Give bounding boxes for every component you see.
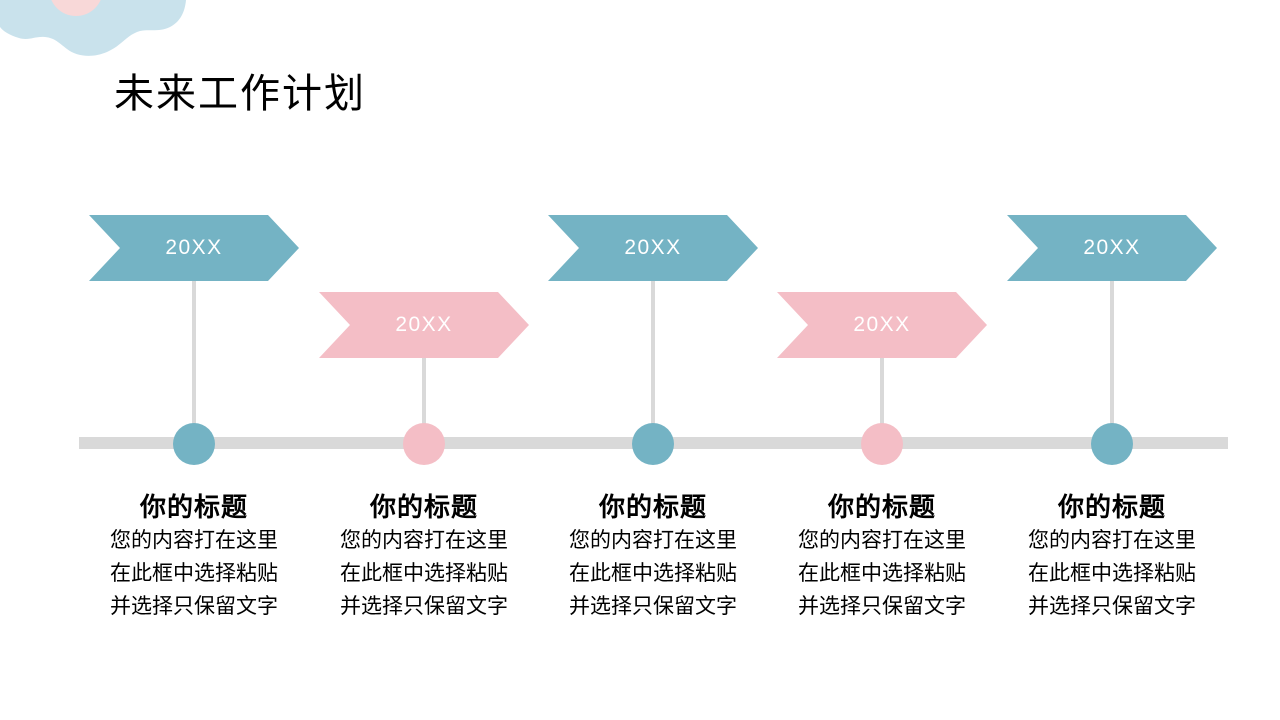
milestone-heading: 你的标题 bbox=[827, 492, 936, 522]
year-label: 20XX bbox=[395, 313, 453, 336]
year-label: 20XX bbox=[853, 313, 911, 336]
year-label: 20XX bbox=[165, 236, 223, 259]
year-arrow: 20XX bbox=[89, 215, 299, 281]
year-label: 20XX bbox=[624, 236, 682, 259]
milestone-body: 您的内容打在这里 在此框中选择粘贴 并选择只保留文字 bbox=[1028, 529, 1196, 618]
timeline-dot bbox=[1091, 423, 1133, 465]
milestone-body: 您的内容打在这里 在此框中选择粘贴 并选择只保留文字 bbox=[110, 529, 278, 618]
milestone-2: 20XX 你的标题 您的内容打在这里 在此框中选择粘贴 并选择只保留文字 bbox=[319, 0, 529, 720]
year-arrow: 20XX bbox=[1007, 215, 1217, 281]
timeline-dot bbox=[173, 423, 215, 465]
milestone-4: 20XX 你的标题 您的内容打在这里 在此框中选择粘贴 并选择只保留文字 bbox=[777, 0, 987, 720]
year-arrow: 20XX bbox=[777, 292, 987, 358]
milestone-body: 您的内容打在这里 在此框中选择粘贴 并选择只保留文字 bbox=[569, 529, 737, 618]
timeline-dot bbox=[403, 423, 445, 465]
milestone-body: 您的内容打在这里 在此框中选择粘贴 并选择只保留文字 bbox=[798, 529, 966, 618]
connector-line bbox=[880, 358, 884, 443]
milestone-heading: 你的标题 bbox=[598, 492, 707, 522]
milestone-heading: 你的标题 bbox=[369, 492, 478, 522]
connector-line bbox=[651, 281, 655, 443]
connector-line bbox=[422, 358, 426, 443]
corner-decoration bbox=[0, 0, 186, 56]
year-arrow: 20XX bbox=[548, 215, 758, 281]
timeline-dot bbox=[632, 423, 674, 465]
milestone-3: 20XX 你的标题 您的内容打在这里 在此框中选择粘贴 并选择只保留文字 bbox=[548, 0, 758, 720]
milestone-5: 20XX 你的标题 您的内容打在这里 在此框中选择粘贴 并选择只保留文字 bbox=[1007, 0, 1217, 720]
year-arrow: 20XX bbox=[319, 292, 529, 358]
milestone-heading: 你的标题 bbox=[1057, 492, 1166, 522]
pink-circle-shape bbox=[51, 0, 101, 16]
page-title: 未来工作计划 bbox=[114, 72, 366, 116]
blue-blob-shape bbox=[0, 0, 186, 56]
year-label: 20XX bbox=[1083, 236, 1141, 259]
timeline-dot bbox=[861, 423, 903, 465]
milestone-1: 20XX 你的标题 您的内容打在这里 在此框中选择粘贴 并选择只保留文字 bbox=[89, 0, 299, 720]
milestone-heading: 你的标题 bbox=[139, 492, 248, 522]
connector-line bbox=[1110, 281, 1114, 443]
milestone-body: 您的内容打在这里 在此框中选择粘贴 并选择只保留文字 bbox=[340, 529, 508, 618]
connector-line bbox=[192, 281, 196, 443]
